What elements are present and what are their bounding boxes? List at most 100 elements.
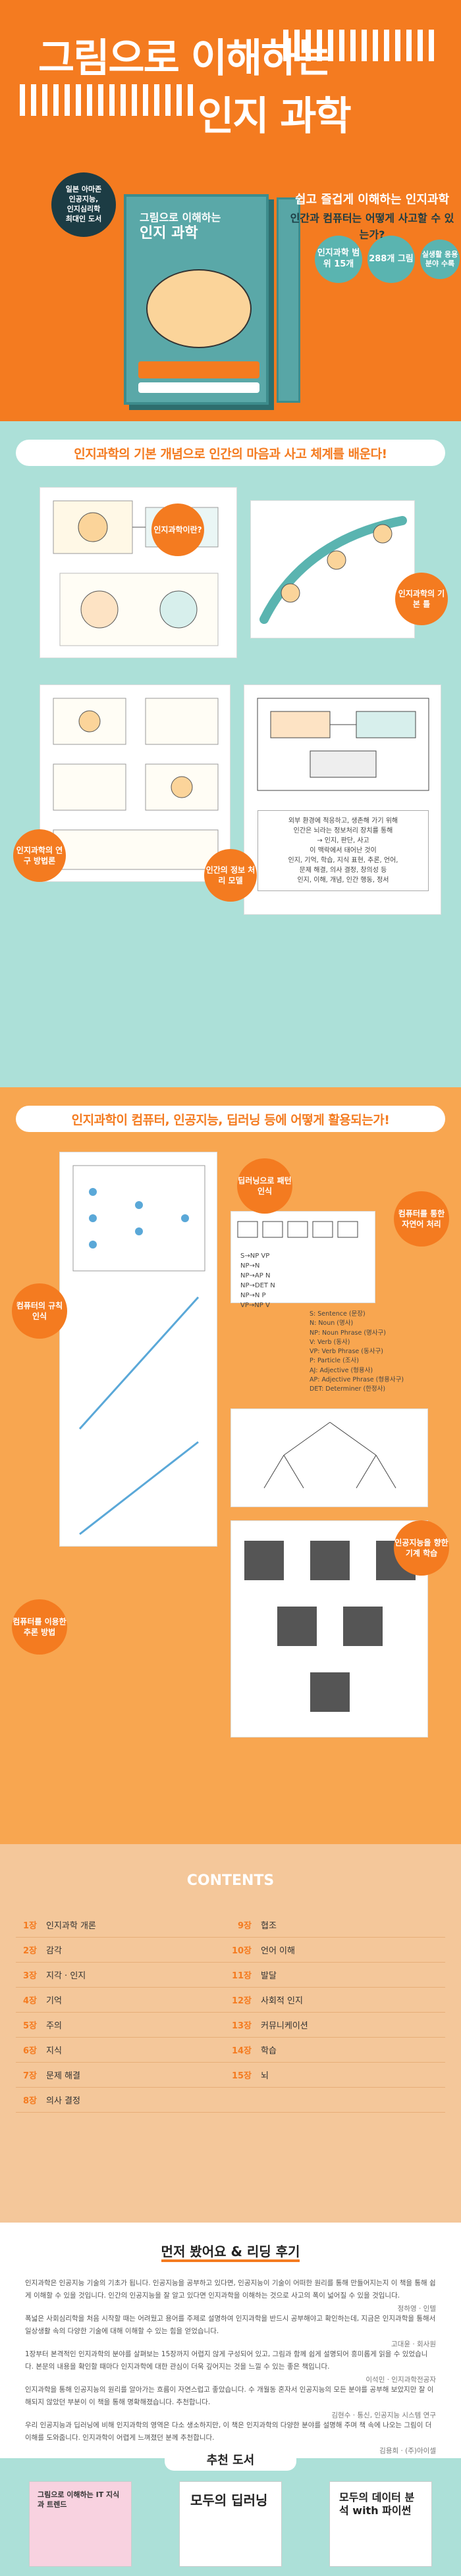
rule: NP→N P xyxy=(240,1292,266,1299)
chapter-title: 주의 xyxy=(46,2021,62,2031)
book-title-line: 그림으로 이해하는 xyxy=(140,211,221,224)
note-line: 인간은 뇌라는 정보처리 장치를 통해 xyxy=(293,827,393,835)
grammar-item: N: Noun (명사) xyxy=(310,1320,354,1327)
concept-bubble: 인간의 정보 처리 모델 xyxy=(204,849,257,902)
concept-section-title: 인지과학의 기본 개념으로 인간의 마음과 사고 체계를 배운다! xyxy=(16,440,445,466)
note-line: → 인지, 판단, 사고 xyxy=(317,837,369,844)
tagline-main: 쉽고 즐겁게 이해하는 인지과학 xyxy=(294,193,450,207)
chapter-title: 학습 xyxy=(261,2046,277,2056)
hero-title-line2: 인지 과학 xyxy=(198,93,352,140)
chapter-number: 11장 xyxy=(231,1971,252,1981)
figure-panel xyxy=(40,487,237,658)
grammar-item: AP: Adjective Phrase (형용사구) xyxy=(310,1376,404,1383)
bestseller-badge: 일본 아마존 인공지능, 인지심리학 최대인 도서 xyxy=(51,172,116,237)
application-bubble: 컴퓨터의 규칙 인식 xyxy=(12,1283,67,1339)
contents-cell: 5장 주의 xyxy=(16,2013,230,2037)
deep-learning-illustration xyxy=(72,1165,205,1535)
contents-cell: 4장 기억 xyxy=(16,1988,230,2012)
figure-panel xyxy=(59,1152,217,1547)
figure-panel: 외부 환경에 적응하고, 생존해 가기 위해 인간은 뇌라는 정보처리 장치를 … xyxy=(244,684,441,915)
review-author: 김용희 · (주)아이셀 xyxy=(379,2447,436,2455)
stat-circle: 실생활 응용 분야 수록 xyxy=(420,240,460,279)
recommend-book-title: 모두의 딥러닝 xyxy=(190,2492,268,2508)
note-line: 외부 환경에 적응하고, 생존해 가기 위해 xyxy=(288,817,398,825)
contents-section xyxy=(0,1844,461,2223)
grammar-item: DET: Determiner (한정사) xyxy=(310,1385,386,1393)
contents-cell: 10장 언어 이해 xyxy=(230,1938,445,1962)
chapter-title: 뇌 xyxy=(261,2071,269,2081)
reviews-title: 먼저 봤어요 & 리딩 후기 xyxy=(99,2241,362,2262)
tagline-sub: 인간과 컴퓨터는 어떻게 사고할 수 있는가? xyxy=(290,211,454,242)
note-line: 문제 해결, 의사 결정, 창의성 등 xyxy=(299,867,387,874)
grammar-item: AJ: Adjective (형용사) xyxy=(310,1366,373,1374)
book-cover-illustration xyxy=(146,269,252,348)
checkerboard-learning-illustration xyxy=(244,1541,416,1712)
chapter-number: 14장 xyxy=(231,2046,252,2056)
grammar-legend: S: Sentence (문장) N: Noun (명사) NP: Noun P… xyxy=(310,1310,404,1394)
application-bubble: 컴퓨터를 통한 자연어 처리 xyxy=(394,1191,449,1247)
contents-row: 4장 기억 12장 사회적 인지 xyxy=(16,1988,445,2013)
badge-line: 인지심리학 xyxy=(67,205,101,213)
chapter-number: 3장 xyxy=(22,1971,37,1981)
rule-table-illustration xyxy=(237,1221,358,1238)
contents-cell: 9장 협조 xyxy=(230,1913,445,1937)
chapter-number: 5장 xyxy=(22,2021,37,2031)
note-line: 인지, 기억, 학습, 지식 표현, 추론, 언어, xyxy=(288,857,398,864)
badge-line: 일본 아마존 xyxy=(65,185,102,194)
note-line: 이 맥락에서 태어난 것이 xyxy=(310,847,377,854)
contents-title: CONTENTS xyxy=(186,1872,275,1889)
reviews-title-text: 먼저 봤어요 & 리딩 후기 xyxy=(161,2244,300,2262)
chapter-title: 언어 이해 xyxy=(261,1946,295,1956)
chapter-number: 4장 xyxy=(22,1996,37,2006)
chapter-title: 사회적 인지 xyxy=(261,1996,303,2006)
cognition-diagram-illustration xyxy=(53,500,219,646)
book-cover: 그림으로 이해하는 인지 과학 xyxy=(124,194,269,405)
review-author: 김현수 · 통신, 인공지능 시스템 연구 xyxy=(331,2411,436,2419)
chapter-title: 협조 xyxy=(261,1921,277,1931)
badge-line: 인공지능, xyxy=(68,195,99,204)
contents-cell: 13장 커뮤니케이션 xyxy=(230,2013,445,2037)
chapter-number: 13장 xyxy=(231,2021,252,2031)
contents-cell xyxy=(230,2088,445,2112)
chapter-title: 기억 xyxy=(46,1996,62,2006)
recommend-title: 추천 도서 xyxy=(165,2448,296,2471)
chapter-number: 6장 xyxy=(22,2046,37,2056)
chapter-number: 7장 xyxy=(22,2071,37,2081)
rule: VP→NP V xyxy=(240,1302,270,1309)
recommend-book-2[interactable]: 모두의 딥러닝 xyxy=(179,2481,282,2567)
grammar-item: P: Particle (조사) xyxy=(310,1357,359,1365)
book-cover-title: 그림으로 이해하는 인지 과학 xyxy=(140,211,221,243)
contents-cell: 12장 사회적 인지 xyxy=(230,1988,445,2012)
recommend-book-title: 그림으로 이해하는 IT 지식과 트렌드 xyxy=(38,2490,120,2510)
recommend-book-1[interactable]: 그림으로 이해하는 IT 지식과 트렌드 xyxy=(29,2481,132,2567)
chapter-number: 9장 xyxy=(237,1921,252,1931)
review-author: 정하영 · 인텔 xyxy=(397,2305,436,2313)
chapter-number: 10장 xyxy=(231,1946,252,1956)
application-bubble: 컴퓨터를 이용한 추론 방법 xyxy=(12,1599,67,1655)
hero-tagline: 쉽고 즐겁게 이해하는 인지과학 인간과 컴퓨터는 어떻게 사고할 수 있는가? xyxy=(290,191,454,244)
review-text: 우리 인공지능과 딥러닝에 비해 인지과학의 영역은 다소 생소하지만, 이 책… xyxy=(25,2421,432,2442)
chapter-title: 감각 xyxy=(46,1946,62,1956)
rule: NP→DET N xyxy=(240,1282,275,1289)
chapter-number: 12장 xyxy=(231,1996,252,2006)
concept-bubble: 인지과학의 연구 방법론 xyxy=(13,829,66,882)
chapter-title: 발달 xyxy=(261,1971,277,1981)
chapter-title: 커뮤니케이션 xyxy=(261,2021,308,2031)
figure-panel: S→NP VP NP→N NP→AP N NP→DET N NP→N P VP→… xyxy=(230,1211,375,1309)
recommend-book-3[interactable]: 모두의 데이터 분석 with 파이썬 xyxy=(329,2481,432,2567)
chapter-title: 의사 결정 xyxy=(46,2096,80,2106)
review-author: 고대윤 · 회사원 xyxy=(391,2340,436,2348)
figure-panel xyxy=(40,684,230,882)
review-text: 1장부터 본격적인 인지과학의 분야를 살펴보는 15장까지 어렵지 않게 구성… xyxy=(25,2350,428,2371)
chapter-title: 문제 해결 xyxy=(46,2071,80,2081)
